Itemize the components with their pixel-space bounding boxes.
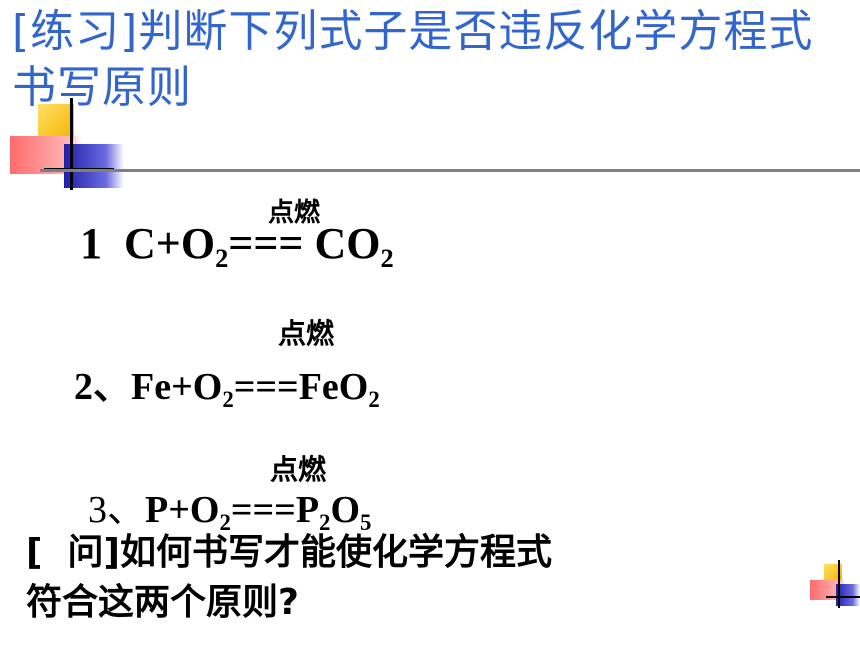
title-divider [40, 169, 860, 172]
equation-1-sign: === [228, 219, 304, 268]
equation-2-sign: === [233, 366, 299, 408]
equation-3-product-subscript-2: 5 [360, 509, 372, 535]
equation-2-product-subscript: 2 [368, 386, 380, 412]
decoration-squares-top [0, 98, 130, 193]
equation-3-reactants: P+O [145, 489, 220, 531]
question-text: [ 问]如何书写才能使化学方程式 符合这两个原则? [26, 528, 786, 628]
equation-3: 3、P+O2===P2O5 [88, 484, 371, 549]
question-line-2: 符合这两个原则? [26, 582, 299, 623]
equation-2-prefix: 2、 [74, 366, 132, 408]
condition-label-1: 点燃 [268, 198, 321, 228]
equation-3-sign: === [230, 489, 296, 531]
equation-1-reactant-subscript: 2 [215, 243, 229, 274]
question-line-1: [ 问]如何书写才能使化学方程式 [26, 532, 552, 573]
equation-2: 2、Fe+O2===FeO2 [74, 360, 380, 427]
condition-label-3: 点燃 [270, 453, 327, 486]
equation-3-prefix: 3、 [88, 489, 146, 531]
equation-1-product-subscript: 2 [380, 243, 394, 274]
equation-1-product: CO [303, 219, 381, 268]
equation-3-reactant-subscript: 2 [219, 509, 231, 535]
equation-2-product: FeO [298, 366, 369, 408]
equation-2-reactant-subscript: 2 [222, 386, 234, 412]
equation-1-prefix: 1 [80, 219, 124, 268]
decoration-squares-bottom [808, 560, 860, 610]
equation-3-product-subscript: 2 [319, 509, 331, 535]
condition-label-2: 点燃 [278, 317, 335, 350]
equation-3-product: P [295, 489, 320, 531]
equation-1: 1 C+O2=== CO2 [80, 214, 394, 288]
equation-2-reactants: Fe+O [131, 366, 223, 408]
equation-3-product-part2: O [330, 489, 361, 531]
slide-title: [练习]判断下列式子是否违反化学方程式书写原则 [12, 6, 814, 113]
equation-1-reactants: C+O [124, 219, 216, 268]
